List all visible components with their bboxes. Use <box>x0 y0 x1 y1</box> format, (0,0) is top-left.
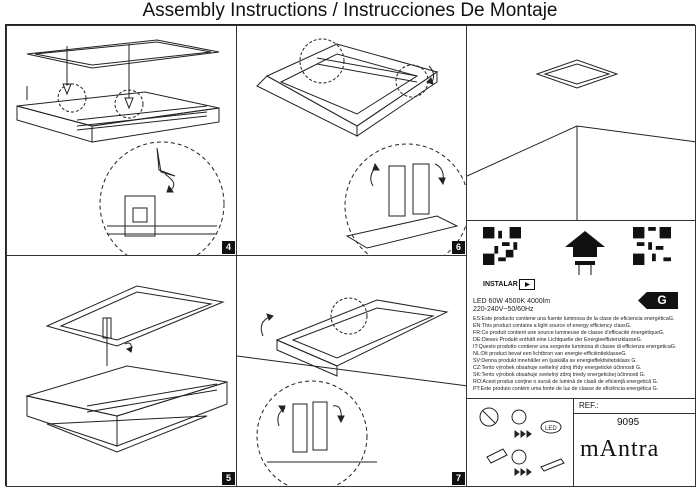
ref-label: REF.: <box>579 401 599 410</box>
spec-power: LED 60W 4500K 4000lm <box>473 298 551 305</box>
energy-class-badge: G <box>638 292 678 309</box>
ceiling-mount-icon <box>565 231 605 275</box>
page-title: Assembly Instructions / Instrucciones De… <box>142 0 558 21</box>
energy-note: RO:Acest produs conţine o sursă de lumin… <box>473 379 659 385</box>
step-number: 7 <box>452 472 465 485</box>
energy-note: EN:This product contains a light source … <box>473 323 632 329</box>
step-number: 6 <box>452 241 465 254</box>
divider <box>467 398 695 399</box>
energy-note: FR:Ce produit contient une source lumine… <box>473 330 665 336</box>
energy-note: NL:Dit product bevat een lichtbron van e… <box>473 351 627 357</box>
play-icon <box>519 279 535 290</box>
qr-code-icon <box>483 227 521 265</box>
install-label: INSTALAR <box>483 281 518 288</box>
step-5-panel: 5 <box>6 255 237 487</box>
led-badge: LED <box>545 426 557 432</box>
ceiling-view-panel <box>466 25 696 221</box>
step-7-illustration <box>237 297 466 486</box>
energy-note: CZ:Tento výrobek obsahuje světelný zdroj… <box>473 365 642 371</box>
step-4-illustration <box>16 39 225 255</box>
step-4-panel: 4 <box>6 25 237 256</box>
warning-icons: LED <box>479 407 565 476</box>
step-5-illustration <box>25 285 228 453</box>
ref-value: 9095 <box>617 417 640 428</box>
divider <box>573 398 574 486</box>
step-number: 5 <box>222 472 235 485</box>
instruction-sheet: 4 <box>5 24 696 487</box>
energy-note: ES:Este producto contiene una fuente lum… <box>473 316 675 322</box>
energy-note: SK:Tento výrobok obsahuje svetelný zdroj… <box>473 372 646 378</box>
energy-note: IT:Questo prodotto contiene una sorgente… <box>473 344 677 350</box>
spec-voltage: 220-240V~50/60Hz <box>473 306 534 313</box>
energy-note: SV:Denna produkt innehåller en ljuskälla… <box>473 358 637 364</box>
step-6-illustration <box>256 38 466 255</box>
product-info-panel: INSTALAR G LED 60W 4500K 4000lm 220-240V… <box>466 220 696 487</box>
energy-note: PT:Este produto contém uma fonte de luz … <box>473 386 659 392</box>
energy-notes: ES:Este producto contiene una fuente lum… <box>473 316 695 393</box>
divider <box>573 413 695 414</box>
step-number: 4 <box>222 241 235 254</box>
qr-code-icon <box>633 227 671 265</box>
step-7-panel: 7 <box>236 255 467 487</box>
brand-logo: mAntra <box>580 436 660 462</box>
step-6-panel: 6 <box>236 25 467 256</box>
ceiling-illustration <box>467 59 695 220</box>
energy-note: DE:Dieses Produkt enthält eine Lichtquel… <box>473 337 643 343</box>
